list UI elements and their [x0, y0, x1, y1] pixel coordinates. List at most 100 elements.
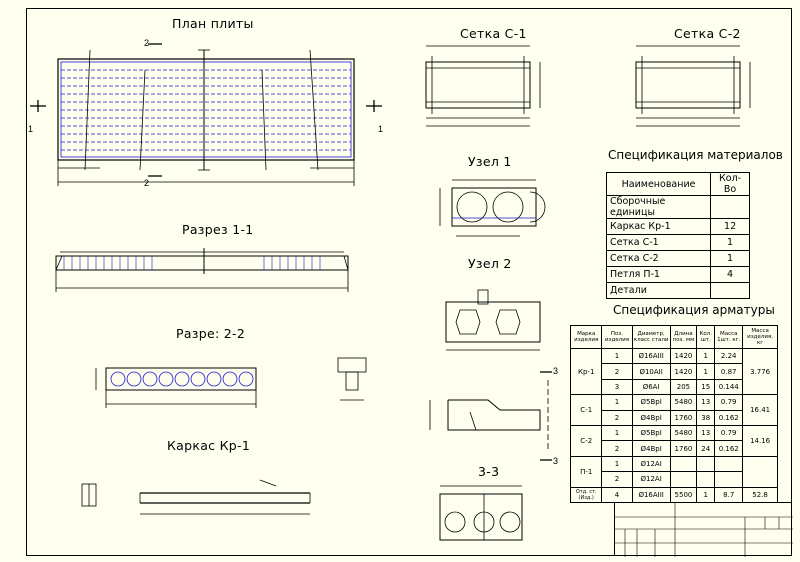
- section-3-3-side-view: [429, 371, 552, 461]
- mesh-c1-title: Сетка С-1: [460, 26, 527, 41]
- node-1-view: [439, 179, 546, 237]
- table-row: Марка изделия Поз. изделия Диаметр, клас…: [569, 325, 778, 349]
- cell: 1: [696, 347, 716, 365]
- header-cell: Диаметр, класс стали: [631, 325, 671, 349]
- cell: 1: [601, 394, 633, 411]
- table-row: Кр-1 1 Ø16АIII 1420 1 2.24 3.776: [569, 347, 778, 396]
- cell: 0.144: [714, 378, 744, 396]
- cell: 1: [601, 347, 633, 365]
- cell: Петля П-1: [605, 266, 712, 283]
- cell: 2.24: [714, 347, 744, 365]
- cell: [714, 471, 744, 488]
- cell: 15: [696, 378, 716, 396]
- section-3-3-view: [439, 485, 523, 541]
- cell: Ø6АI: [631, 378, 671, 396]
- cell: 1420: [669, 363, 698, 380]
- cell: Ø12АI: [631, 471, 671, 488]
- table-row: Сборочные единицы: [605, 195, 750, 219]
- cell: Ø5ВрI: [631, 394, 671, 411]
- cell: 4: [601, 486, 633, 503]
- cell: 205: [669, 378, 698, 396]
- table-row: Детали: [605, 282, 750, 299]
- header-cell: Длина поз. мм: [669, 325, 698, 349]
- sheet-frame: [26, 8, 792, 556]
- cell: 3: [601, 378, 633, 396]
- cell: 0.162: [714, 440, 744, 457]
- cell: [696, 471, 716, 488]
- cell: 1: [601, 455, 633, 473]
- cell: 0.79: [714, 394, 744, 411]
- table-row: С-2 1 Ø5ВрI 5480 13 0.79 14.16: [569, 424, 778, 457]
- section-2-2-view: [95, 357, 367, 408]
- mark-cell: С-1: [569, 394, 603, 426]
- mark-cell: С-2: [569, 424, 603, 457]
- cell: Сетка С-2: [605, 250, 712, 267]
- cell: 2: [601, 363, 633, 380]
- cell: Ø12АI: [631, 455, 671, 473]
- cell: 13: [696, 424, 716, 442]
- mesh-c1-view: [425, 45, 541, 127]
- armature-spec-title: Спецификация арматуры: [613, 303, 775, 317]
- cell: 5480: [669, 394, 698, 411]
- section-1-1-title: Разрез 1-1: [182, 222, 254, 237]
- section-2-2-title: Разре: 2-2: [176, 326, 246, 341]
- cell: 1: [696, 363, 716, 380]
- table-row: 2 Ø10АII 1420 1 0.87: [571, 363, 778, 380]
- cell: 2: [601, 409, 633, 426]
- cell: 13: [696, 394, 716, 411]
- cell: 0.79: [714, 424, 744, 442]
- cell: 1: [696, 486, 716, 503]
- section-1-1-view: [55, 248, 349, 292]
- cell: 24: [696, 440, 716, 457]
- cell: Ø16АIII: [631, 486, 671, 503]
- header-cell: Масса изделия, кг: [742, 325, 778, 349]
- cell: 8.7: [714, 486, 744, 503]
- cell: 1420: [669, 347, 698, 365]
- cell: [714, 455, 744, 473]
- cut-1-left-label: 1: [28, 124, 33, 134]
- cell: Сетка С-1: [605, 234, 712, 251]
- cell: 0.162: [714, 409, 744, 426]
- cell: 2: [601, 440, 633, 457]
- cut-3-bottom-label: 3: [553, 456, 558, 466]
- title-block-grid: [615, 503, 793, 557]
- table-row: П-1 1 Ø12АI: [569, 455, 778, 488]
- mesh-c2-view: [635, 45, 751, 127]
- total-cell: 14.16: [742, 424, 778, 457]
- cell: 1: [601, 424, 633, 442]
- cell: 5480: [669, 424, 698, 442]
- table-row: Отд. ст. (Изд.) 4 Ø16АIII 5500 1 8.7 52.…: [569, 486, 778, 503]
- armature-spec-table: Марка изделия Поз. изделия Диаметр, клас…: [569, 325, 778, 503]
- total-cell: 16.41: [742, 394, 778, 426]
- cell: 1: [710, 250, 750, 267]
- materials-spec-title: Спецификация материалов: [608, 148, 783, 162]
- cell: Ø4ВрI: [631, 409, 671, 426]
- cell: Ø4ВрI: [631, 440, 671, 457]
- cell: [710, 195, 750, 219]
- cell: Ø10АII: [631, 363, 671, 380]
- node-2-view: [445, 289, 541, 351]
- table-row: 2 Ø4ВрI 1760 24 0.162: [571, 440, 778, 457]
- cell: 12: [710, 218, 750, 235]
- plan-title: План плиты: [172, 16, 254, 31]
- plan-view: [30, 43, 382, 186]
- cell: 5500: [669, 486, 698, 503]
- header-cell: Кол. шт.: [696, 325, 716, 349]
- cell: 4: [710, 266, 750, 283]
- total-cell: [742, 455, 778, 488]
- cut-1-right-label: 1: [378, 124, 383, 134]
- mark-cell: П-1: [569, 455, 603, 488]
- frame-kr1-title: Каркас Кр-1: [167, 438, 251, 453]
- cell: Ø16АIII: [631, 347, 671, 365]
- table-row: Наименование Кол-Во: [605, 172, 750, 196]
- header-cell: Поз. изделия: [601, 325, 633, 349]
- materials-spec-table: Наименование Кол-Во Сборочные единицы Ка…: [605, 172, 750, 299]
- header-cell: Наименование: [605, 172, 712, 196]
- cell: [696, 455, 716, 473]
- cell: 0.87: [714, 363, 744, 380]
- cell: [669, 471, 698, 488]
